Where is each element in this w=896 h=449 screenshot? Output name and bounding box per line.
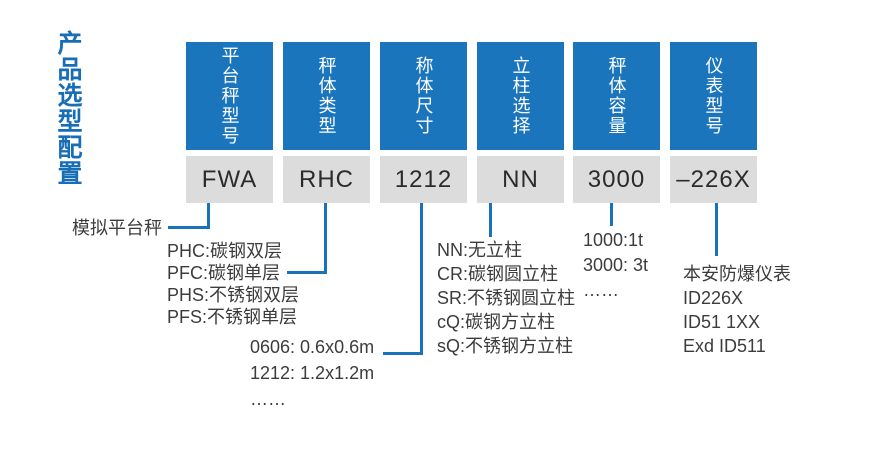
size-option: 1212: 1.2x1.2m (250, 363, 375, 383)
connector-column-choice-vertical (489, 203, 492, 237)
column-value-capacity: 3000 (573, 156, 660, 203)
indicator-option: ID51 1XX (683, 312, 761, 332)
column-header-platform-model: 平台秤型号 (186, 42, 273, 150)
column-option: sQ:不锈钢方立柱 (437, 336, 574, 356)
indicator-option: 本安防爆仪表 (683, 264, 791, 284)
capacity-option: 1000:1t (583, 230, 644, 250)
column-value-indicator: –226X (670, 156, 757, 203)
column-header-label: 立柱选择 (510, 56, 531, 136)
body-type-option: PFS:不锈钢单层 (167, 307, 298, 327)
column-header-label: 称体尺寸 (413, 56, 434, 136)
size-option: 0606: 0.6x0.6m (250, 337, 375, 357)
column-value-body-type: RHC (283, 156, 370, 203)
config-column-column-choice: 立柱选择 NN (477, 42, 564, 203)
column-header-capacity: 秤体容量 (573, 42, 660, 150)
annotation-capacity-options: 1000:1t 3000: 3t …… (583, 228, 648, 303)
body-type-option: PFC:碳钢单层 (167, 263, 281, 283)
connector-size-vertical (420, 203, 423, 355)
column-header-label: 秤体容量 (606, 56, 627, 136)
column-header-size: 称体尺寸 (380, 42, 467, 150)
column-value-platform-model: FWA (186, 156, 273, 203)
annotation-indicator-options: 本安防爆仪表 ID226X ID51 1XX Exd ID511 (683, 262, 791, 358)
connector-indicator-vertical (715, 203, 718, 256)
connector-capacity-vertical (610, 203, 613, 226)
config-column-platform-model: 平台秤型号 FWA (186, 42, 273, 203)
column-header-indicator: 仪表型号 (670, 42, 757, 150)
annotation-platform-model-label: 模拟平台秤 (72, 218, 162, 238)
size-option: …… (250, 389, 286, 409)
column-option: cQ:碳钢方立柱 (437, 312, 556, 332)
annotation-size-options: 0606: 0.6x0.6m 1212: 1.2x1.2m …… (250, 334, 374, 412)
column-header-body-type: 秤体类型 (283, 42, 370, 150)
indicator-option: ID226X (683, 288, 744, 308)
body-type-option: PHS:不锈钢双层 (167, 285, 300, 305)
connector-body-type-vertical (324, 203, 327, 274)
config-column-body-type: 秤体类型 RHC (283, 42, 370, 203)
body-type-option: PHC:碳钢双层 (167, 241, 283, 261)
capacity-option: …… (583, 280, 619, 300)
config-column-size: 称体尺寸 1212 (380, 42, 467, 203)
connector-platform-model-vertical (207, 203, 210, 229)
column-option: CR:碳钢圆立柱 (437, 264, 558, 284)
column-option: NN:无立柱 (437, 240, 522, 260)
column-header-column-choice: 立柱选择 (477, 42, 564, 150)
annotation-body-type-options: PHC:碳钢双层 PFC:碳钢单层 PHS:不锈钢双层 PFS:不锈钢单层 (167, 240, 299, 328)
column-value-column-choice: NN (477, 156, 564, 203)
column-value-size: 1212 (380, 156, 467, 203)
column-option: SR:不锈钢圆立柱 (437, 288, 576, 308)
config-column-capacity: 秤体容量 3000 (573, 42, 660, 203)
connector-size-horizontal (383, 352, 423, 355)
page-title: 产品选型配置 (54, 30, 82, 186)
column-header-label: 秤体类型 (316, 56, 337, 136)
annotation-column-options: NN:无立柱 CR:碳钢圆立柱 SR:不锈钢圆立柱 cQ:碳钢方立柱 sQ:不锈… (437, 238, 575, 358)
connector-body-type-horizontal (287, 271, 327, 274)
column-header-label: 平台秤型号 (219, 46, 240, 146)
connector-platform-model-horizontal (168, 226, 210, 229)
capacity-option: 3000: 3t (583, 255, 649, 275)
column-header-label: 仪表型号 (703, 56, 724, 136)
indicator-option: Exd ID511 (683, 336, 766, 356)
config-column-indicator: 仪表型号 –226X (670, 42, 757, 203)
